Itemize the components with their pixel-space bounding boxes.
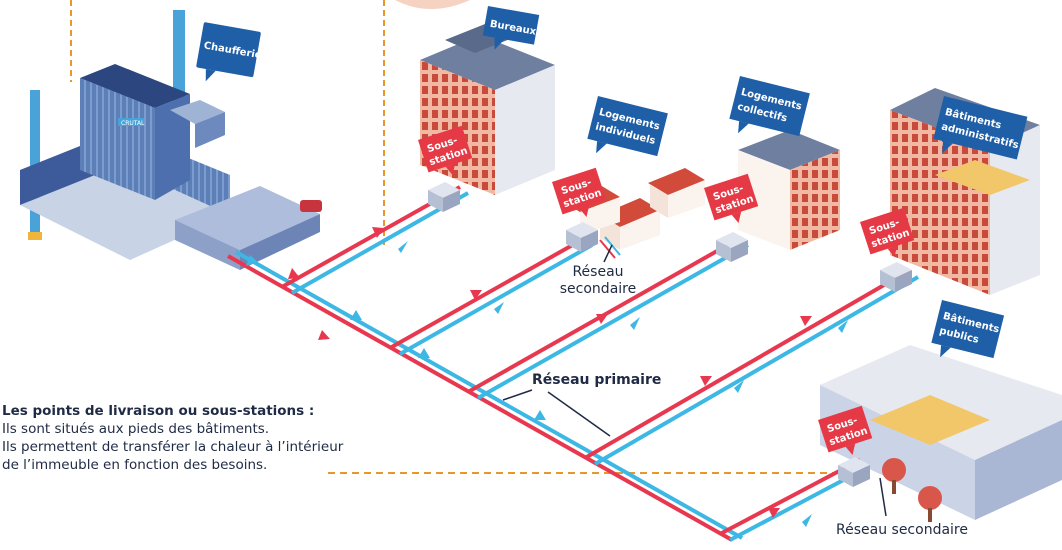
secondary-cold <box>604 236 621 256</box>
branch-collectifs-cold <box>477 243 749 400</box>
arrow-cold <box>350 310 362 320</box>
flow-arrows <box>246 227 848 527</box>
label-reseau-secondaire-bottom: Réseau secondaire <box>836 522 968 538</box>
arrow-hot <box>800 316 812 326</box>
batiments-publics-tag: Bâtiments publics <box>931 300 1005 359</box>
note-line-1: Ils sont situés aux pieds des bâtiments. <box>2 421 270 437</box>
branch-individuels-cold <box>399 243 593 356</box>
sous-station-tag-bureaux: Sous- station <box>418 125 473 176</box>
substation-note: Les points de livraison ou sous-stations… <box>2 402 442 474</box>
logements-individuels-tag: Logements individuels <box>587 96 668 157</box>
arrow-hot <box>318 330 330 340</box>
chaufferie-tag: Chaufferie <box>196 22 262 82</box>
batiments-administratifs-tag: Bâtiments administratifs <box>933 96 1028 160</box>
label-reseau-secondaire-line1: Réseau <box>572 264 624 280</box>
batiments-administratifs-building <box>890 88 1040 295</box>
arrow-cold <box>398 241 408 253</box>
arrow-hot <box>768 508 780 518</box>
bureaux-building <box>420 22 555 195</box>
arrow-hot <box>470 290 482 300</box>
branch-administratifs-hot <box>583 268 912 460</box>
sous-station-tag-collectifs: Sous- station <box>704 173 759 224</box>
substation-boxes <box>428 182 912 487</box>
arrow-cold <box>494 302 504 314</box>
logements-collectifs-tag: Logements collectifs <box>729 76 810 137</box>
arrow-hot <box>700 376 712 386</box>
chimney-label: CRUTAL <box>121 120 145 127</box>
primary-leader-left <box>502 389 533 401</box>
arrow-cold <box>534 410 546 420</box>
branch-individuels-hot <box>389 236 586 350</box>
branch-administratifs-cold <box>593 275 920 466</box>
arrow-hot <box>372 227 384 238</box>
logements-collectifs-building <box>738 130 840 250</box>
label-reseau-secondaire: Réseau secondaire <box>548 264 648 298</box>
secondary-bottom-leader <box>879 477 887 517</box>
branch-publics-hot <box>719 458 861 536</box>
primary-cold-trunk <box>235 250 743 540</box>
secondary-leader <box>603 244 613 263</box>
primary-leader-right <box>547 391 611 437</box>
arrow-cold <box>246 255 258 266</box>
top-blob <box>395 0 470 9</box>
arrow-cold <box>802 514 812 527</box>
batiments-publics-building <box>820 345 1062 522</box>
note-title: Les points de livraison ou sous-stations… <box>2 403 315 419</box>
note-line-3: de l’immeuble en fonction des besoins. <box>2 457 268 473</box>
label-reseau-secondaire-line2: secondaire <box>559 281 637 297</box>
arrow-cold <box>418 348 430 358</box>
label-reseau-primaire: Réseau primaire <box>532 372 662 388</box>
arrow-cold <box>734 380 744 393</box>
arrow-cold <box>838 320 848 333</box>
chaufferie-plant: CRUTAL <box>20 10 322 270</box>
secondary-hot <box>599 239 616 259</box>
note-line-2: Ils permettent de transférer la chaleur … <box>2 439 344 455</box>
arrow-hot <box>596 314 608 324</box>
bureaux-tag: Bureaux <box>482 6 540 50</box>
arrow-hot <box>288 268 300 279</box>
arrow-cold <box>630 317 640 330</box>
